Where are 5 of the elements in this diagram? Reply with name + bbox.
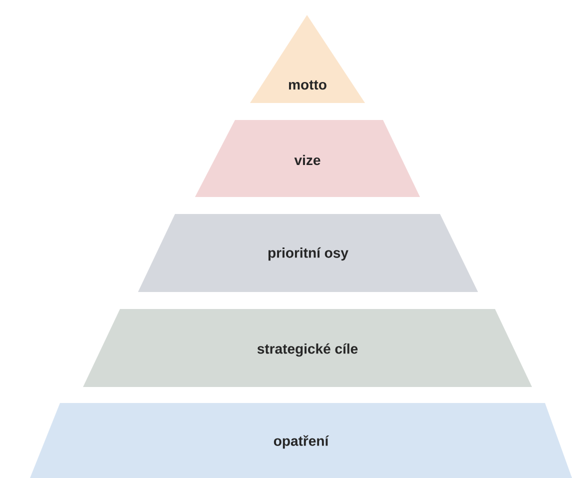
pyramid-level: motto xyxy=(250,15,365,103)
pyramid-level: strategické cíle xyxy=(83,309,532,387)
pyramid-level: prioritní osy xyxy=(138,214,478,292)
pyramid-level: vize xyxy=(195,120,420,197)
pyramid-level: opatření xyxy=(30,403,572,478)
